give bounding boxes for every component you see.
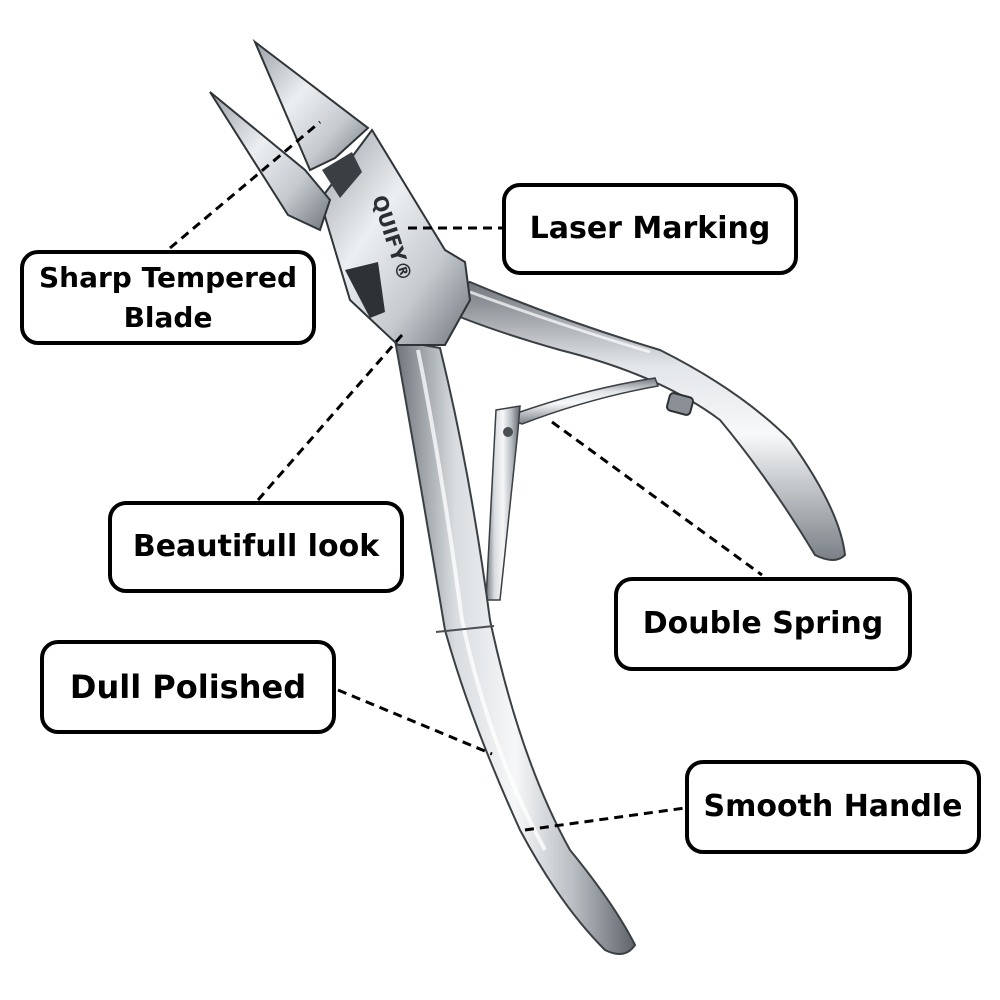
callout-double-spring: Double Spring xyxy=(614,577,912,671)
callout-double-spring-text: Double Spring xyxy=(642,606,884,641)
leader-lines xyxy=(169,120,763,832)
callout-smooth-handle-text: Smooth Handle xyxy=(703,789,963,824)
left-handle xyxy=(393,338,637,955)
spring-rivet xyxy=(665,392,695,416)
callout-dull-polished-text: Dull Polished xyxy=(69,668,307,706)
callout-smooth-handle: Smooth Handle xyxy=(685,760,981,854)
callout-sharp-blade-line1: Sharp Tempered xyxy=(38,260,297,294)
lower-blade xyxy=(209,91,332,232)
spring-bar xyxy=(485,405,521,601)
callout-laser-marking: Laser Marking xyxy=(502,183,798,275)
leader-sharp-blade xyxy=(169,120,321,250)
upper-blade xyxy=(252,38,370,172)
leader-dull-polished xyxy=(337,688,493,756)
callout-beautiful-look-text: Beautifull look xyxy=(132,529,380,564)
leader-beautiful-look xyxy=(256,334,404,501)
callout-sharp-blade-line2: Blade xyxy=(123,300,213,334)
callout-laser-marking-text: Laser Marking xyxy=(529,211,771,246)
spring-leaf xyxy=(502,377,660,425)
leader-double-spring xyxy=(551,420,763,577)
right-handle xyxy=(447,280,847,561)
callout-sharp-tempered-blade: Sharp Tempered Blade xyxy=(20,250,316,345)
callout-beautiful-look: Beautifull look xyxy=(108,501,404,593)
callout-dull-polished: Dull Polished xyxy=(40,640,336,734)
leader-smooth-handle xyxy=(524,806,686,832)
